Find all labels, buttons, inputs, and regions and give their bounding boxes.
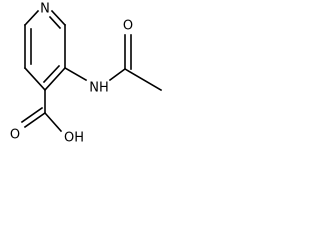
bond-n1-c6-double (48, 15, 62, 30)
atom-label-acid-oxygen: O (10, 128, 20, 143)
bond-c5-c4-double (42, 64, 61, 84)
bond-c4-c3 (23, 66, 47, 92)
bond-acid-carbon-oh (43, 111, 63, 133)
bond-carbonyl-methyl (123, 67, 163, 92)
atom-label-amide-oxygen: O (123, 19, 133, 34)
bond-n1-c6 (50, 9, 67, 27)
atom-label-acid-hydroxyl: OH (64, 131, 84, 146)
atom-label-amide-nh: NH (89, 81, 109, 96)
structure-canvas: N NH O O OH (0, 0, 186, 158)
bond-nh-carbonyl (108, 67, 127, 82)
bond-c5-c4 (43, 66, 67, 92)
bond-c5-nh (63, 66, 88, 82)
atom-label-ring-nitrogen: N (40, 2, 50, 17)
molecule-diagram: N NH O O OH (10, 2, 163, 146)
bond-acid-carbon-oxygen (23, 111, 47, 129)
bond-acid-carbon-oxygen-double (20, 106, 44, 124)
bond-c2-n1 (23, 9, 40, 27)
